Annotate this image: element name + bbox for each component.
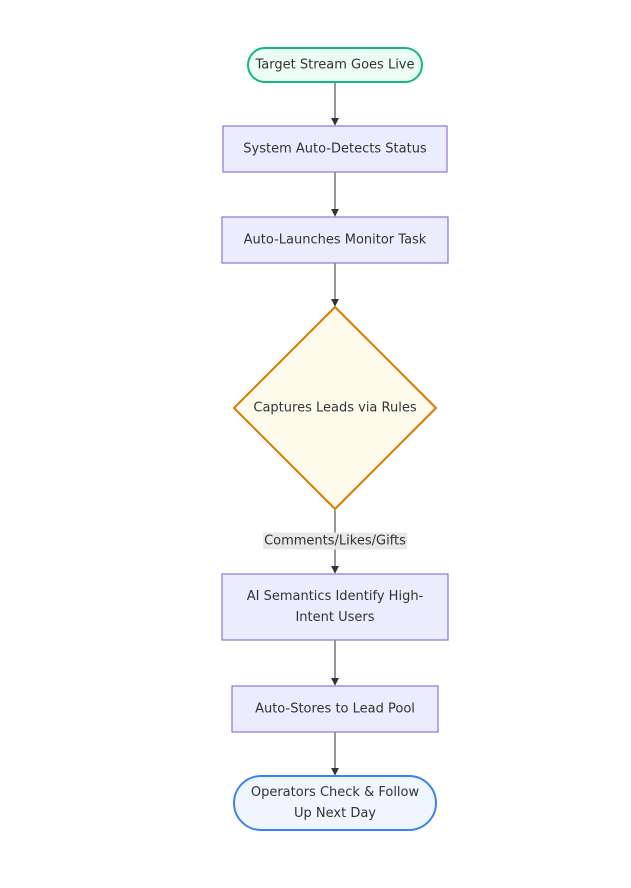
edge-label-background xyxy=(263,532,408,550)
node-start-label-line-1: Target Stream Goes Live xyxy=(255,58,415,73)
node-ai-label-line-1: AI Semantics Identify High- xyxy=(247,589,424,604)
node-operators-shape xyxy=(233,775,437,831)
node-store-shape xyxy=(231,685,439,733)
node-start: Target Stream Goes Live xyxy=(247,47,423,83)
edges-layer: Comments/Likes/Gifts xyxy=(263,82,408,776)
node-capture-label-line-1: Captures Leads via Rules xyxy=(253,401,416,416)
node-ai: AI Semantics Identify High- Intent Users xyxy=(221,573,449,641)
node-operators-label-line-2: Up Next Day xyxy=(294,806,376,821)
node-store-label-line-1: Auto-Stores to Lead Pool xyxy=(255,702,415,717)
node-operators-label-line-1: Operators Check & Follow xyxy=(251,785,420,800)
node-ai-shape xyxy=(221,573,449,641)
node-launch-shape xyxy=(221,216,449,264)
node-launch-label-line-1: Auto-Launches Monitor Task xyxy=(244,233,427,248)
node-ai-label-line-2: Intent Users xyxy=(295,610,374,625)
node-capture-shape xyxy=(232,305,438,511)
node-store: Auto-Stores to Lead Pool xyxy=(231,685,439,733)
node-launch: Auto-Launches Monitor Task xyxy=(221,216,449,264)
edge-label-text: Comments/Likes/Gifts xyxy=(264,534,406,549)
node-start-shape xyxy=(247,47,423,83)
node-capture: Captures Leads via Rules xyxy=(232,305,438,511)
node-detect-shape xyxy=(222,125,448,173)
node-detect: System Auto-Detects Status xyxy=(222,125,448,173)
node-detect-label-line-1: System Auto-Detects Status xyxy=(243,142,427,157)
node-operators: Operators Check & Follow Up Next Day xyxy=(233,775,437,831)
edge-label-capture-to-ai: Comments/Likes/Gifts xyxy=(263,532,408,550)
